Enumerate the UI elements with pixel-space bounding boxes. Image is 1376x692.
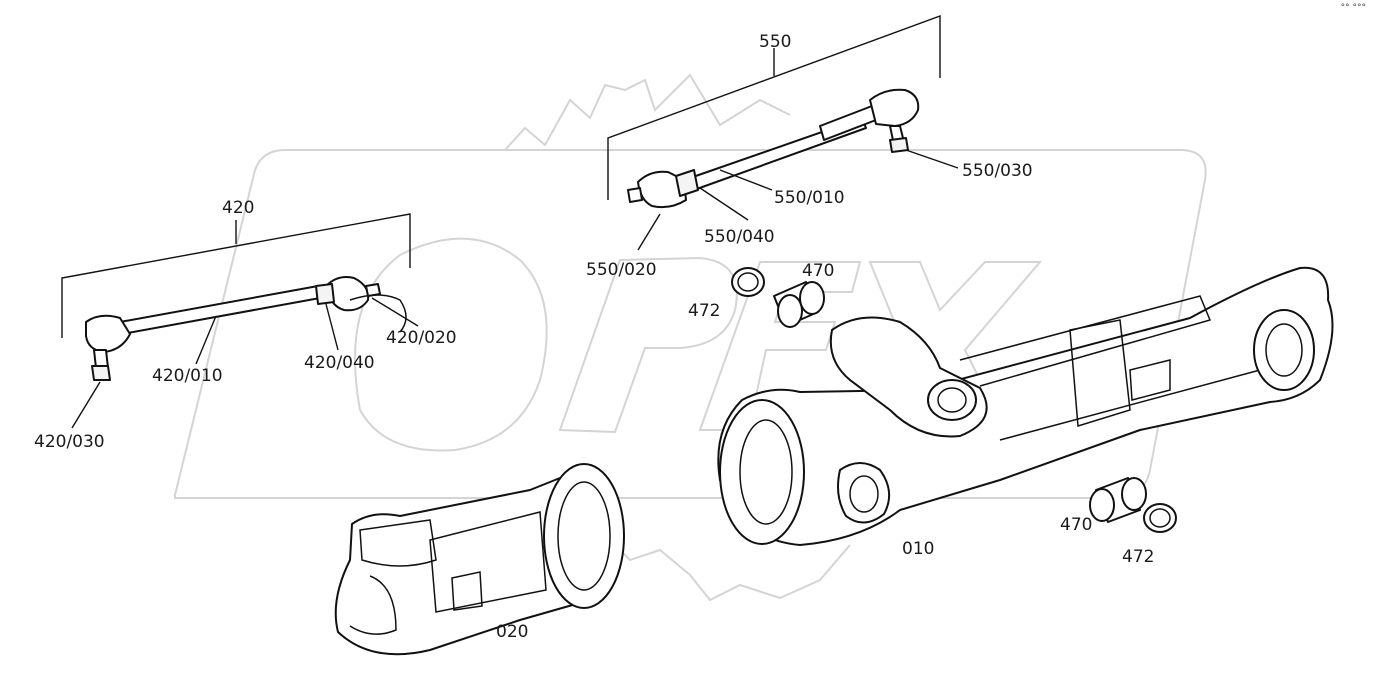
label-420-030: 420/030 [34, 432, 105, 452]
planetary-housing-020 [334, 463, 625, 656]
bushing-set-top [731, 267, 825, 328]
label-470-top: 470 [802, 261, 834, 281]
corner-mark: °° °°° [1340, 3, 1366, 13]
label-420: 420 [222, 198, 254, 218]
label-010: 010 [902, 539, 934, 559]
axle-housing-010 [717, 266, 1334, 546]
bushing-set-bottom [1089, 477, 1177, 533]
label-420-010: 420/010 [152, 366, 223, 386]
label-420-040: 420/040 [304, 353, 375, 373]
label-550-020: 550/020 [586, 260, 657, 280]
tie-rod-420 [61, 213, 419, 429]
label-020: 020 [496, 622, 528, 642]
label-550-030: 550/030 [962, 161, 1033, 181]
label-550-040: 550/040 [704, 227, 775, 247]
label-550: 550 [759, 32, 791, 52]
label-550-010: 550/010 [774, 188, 845, 208]
label-472-top: 472 [688, 301, 720, 321]
label-420-020: 420/020 [386, 328, 457, 348]
label-472-bottom: 472 [1122, 547, 1154, 567]
tie-rod-550 [607, 14, 959, 251]
callout-labels: 550 550/010 550/020 550/030 550/040 420 … [34, 32, 1154, 642]
watermark-logo [174, 73, 1207, 602]
label-470-bottom: 470 [1060, 515, 1092, 535]
